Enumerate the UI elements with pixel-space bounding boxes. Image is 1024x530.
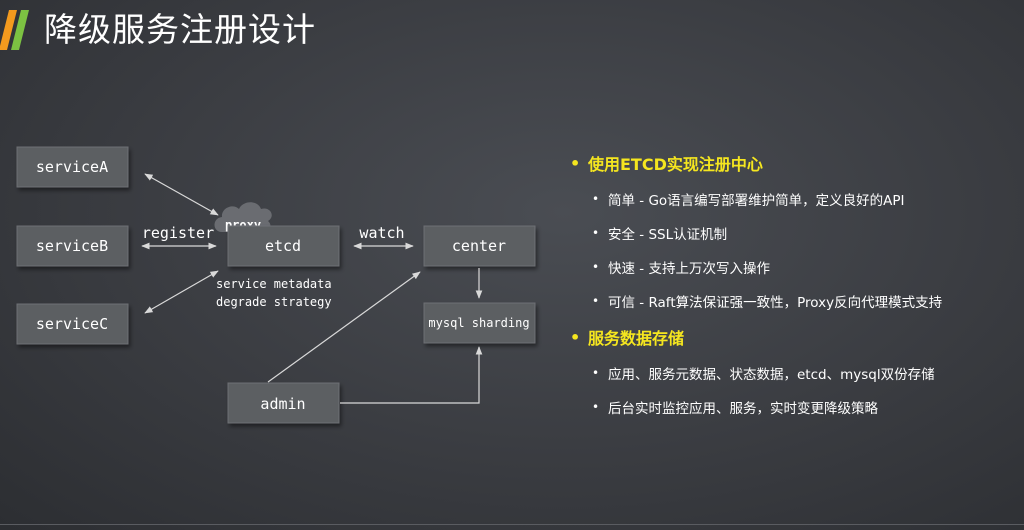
bullet-dot-icon: •	[592, 366, 600, 380]
node-mysql-sharding-label: mysql sharding	[428, 316, 529, 330]
title-bar: 降级服务注册设计	[0, 0, 1024, 60]
list-item: • 快速 - 支持上万次写入操作	[570, 250, 1020, 284]
bullet-dot-icon: •	[570, 153, 581, 173]
bullet-dot-icon: •	[592, 226, 600, 240]
bullet-dot-icon: •	[592, 400, 600, 414]
node-serviceA-label: serviceA	[36, 158, 108, 176]
edge-serviceC-etcd	[144, 270, 219, 314]
node-mysql-sharding: mysql sharding	[423, 302, 536, 344]
bullet-dot-icon: •	[592, 294, 600, 308]
node-serviceC: serviceC	[16, 303, 129, 345]
register-label: register	[142, 224, 214, 242]
etcd-note-metadata: service metadata	[216, 277, 332, 291]
node-admin: admin	[227, 382, 340, 424]
list-item-text: 安全 - SSL认证机制	[608, 227, 728, 243]
list-item: • 可信 - Raft算法保证强一致性，Proxy反向代理模式支持	[570, 284, 1020, 318]
page-title: 降级服务注册设计	[44, 10, 316, 49]
bottom-divider	[0, 524, 1024, 525]
list-item: • 后台实时监控应用、服务，实时变更降级策略	[570, 390, 1020, 424]
list-item: • 安全 - SSL认证机制	[570, 216, 1020, 250]
list-item-text: 后台实时监控应用、服务，实时变更降级策略	[608, 401, 878, 417]
list-item-text: 简单 - Go语言编写部署维护简单，定义良好的API	[608, 193, 905, 209]
heading-text: 服务数据存储	[588, 329, 685, 348]
node-serviceB: serviceB	[16, 225, 129, 267]
list-item: • 简单 - Go语言编写部署维护简单，定义良好的API	[570, 182, 1020, 216]
bullet-dot-icon: •	[592, 192, 600, 206]
list-item-text: 快速 - 支持上万次写入操作	[608, 261, 770, 277]
node-serviceA: serviceA	[16, 146, 129, 188]
list-item-text: 可信 - Raft算法保证强一致性，Proxy反向代理模式支持	[608, 295, 943, 311]
list-item: • 应用、服务元数据、状态数据，etcd、mysql双份存储	[570, 356, 1020, 390]
heading-text: 使用ETCD实现注册中心	[588, 155, 763, 174]
node-serviceB-label: serviceB	[36, 237, 108, 255]
edge-admin-mysql	[340, 346, 483, 404]
node-admin-label: admin	[260, 395, 305, 413]
architecture-diagram: serviceA serviceB serviceC proxy etcd ce…	[16, 146, 536, 424]
sub-list-storage: • 应用、服务元数据、状态数据，etcd、mysql双份存储 • 后台实时监控应用、…	[570, 356, 1020, 424]
etcd-note-degrade: degrade strategy	[216, 295, 332, 309]
bullet-dot-icon: •	[570, 327, 581, 347]
node-center: center	[423, 225, 536, 267]
watch-label: watch	[359, 224, 404, 242]
edge-serviceA-etcd	[144, 173, 219, 216]
bullet-heading-etcd: • 使用ETCD实现注册中心	[570, 150, 1020, 176]
node-serviceC-label: serviceC	[36, 315, 108, 333]
node-etcd-label: etcd	[265, 237, 301, 255]
node-center-label: center	[452, 237, 506, 255]
edge-admin-center	[267, 271, 421, 383]
bullet-heading-storage: • 服务数据存储	[570, 324, 1020, 350]
sub-list-etcd: • 简单 - Go语言编写部署维护简单，定义良好的API • 安全 - SSL认证机…	[570, 182, 1020, 318]
list-item-text: 应用、服务元数据、状态数据，etcd、mysql双份存储	[608, 367, 935, 383]
bullet-dot-icon: •	[592, 260, 600, 274]
bullet-list: • 使用ETCD实现注册中心 • 简单 - Go语言编写部署维护简单，定义良好的A…	[570, 150, 1020, 430]
node-etcd: etcd	[227, 225, 340, 267]
